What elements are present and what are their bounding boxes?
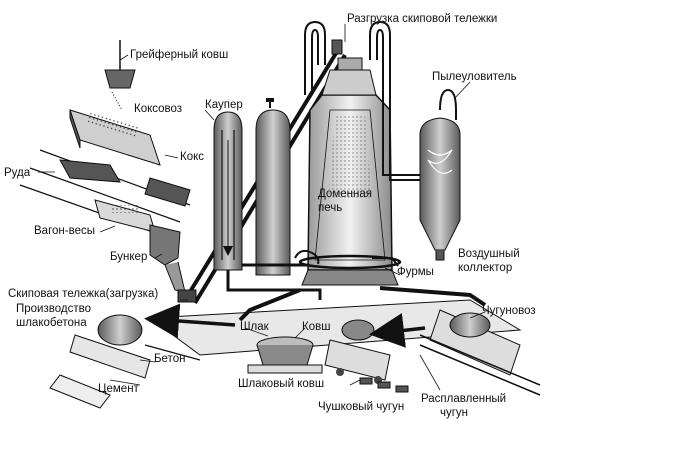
labels: Разгрузка скиповой тележки Грейферный ко… (4, 13, 536, 419)
hot-metal-car (419, 309, 541, 396)
label-slag-ladle: Шлаковый ковш (238, 378, 324, 390)
label-cowper: Каупер (205, 99, 243, 111)
label-air-collector-2: коллектор (458, 262, 512, 274)
iron-ladle-car (324, 319, 391, 384)
label-skip-unload: Разгрузка скиповой тележки (347, 13, 497, 25)
cowper-2 (255, 98, 291, 276)
grab-bucket (104, 40, 136, 111)
runners (238, 286, 487, 322)
label-molten-iron-2: чугун (440, 407, 468, 419)
slag-concrete-plant (49, 314, 201, 409)
label-air-collector-1: Воздушный (458, 248, 520, 260)
label-cement: Цемент (98, 383, 140, 395)
label-pig-iron: Чушковый чугун (318, 401, 404, 413)
label-dust-catcher: Пылеуловитель (432, 71, 517, 83)
label-coke: Кокс (180, 151, 204, 163)
label-slag-concrete-1: Производство (16, 303, 91, 315)
label-concrete: Бетон (154, 353, 185, 365)
label-grab-bucket: Грейферный ковш (130, 49, 228, 61)
label-bunker: Бункер (110, 251, 147, 263)
wagon-scale (94, 199, 156, 233)
label-skip-load: Скиповая тележка(загрузка) (8, 288, 158, 300)
coke-car (69, 109, 161, 166)
label-slag-concrete-2: шлакобетона (16, 317, 87, 329)
label-ladle: Ковш (302, 321, 330, 333)
tuyere-ring (294, 249, 402, 270)
label-blast-furnace-1: Доменная (318, 188, 372, 200)
flow-arrows (144, 303, 426, 348)
dust-catcher (419, 88, 461, 261)
ground-slab (148, 299, 522, 356)
label-blast-furnace-2: печь (318, 202, 342, 214)
ore-car (59, 159, 191, 207)
pig-iron-ingots (359, 377, 409, 393)
slag-ladle (247, 336, 323, 374)
label-hot-metal-car: Чугуновоз (482, 305, 536, 317)
gas-offtake-pipes (304, 20, 420, 181)
leader-lines (38, 24, 486, 391)
bunker (149, 224, 186, 293)
skip-car-load (177, 289, 197, 303)
label-slag: Шлак (240, 321, 270, 333)
label-wagon-scale: Вагон-весы (34, 225, 95, 237)
label-tuyeres: Фурмы (397, 266, 434, 278)
label-coke-car: Коксовоз (134, 103, 182, 115)
label-molten-iron-1: Расплавленный (421, 393, 506, 405)
blast-furnace (301, 39, 399, 286)
cowper-1 (213, 111, 243, 271)
label-ore: Руда (4, 167, 31, 179)
